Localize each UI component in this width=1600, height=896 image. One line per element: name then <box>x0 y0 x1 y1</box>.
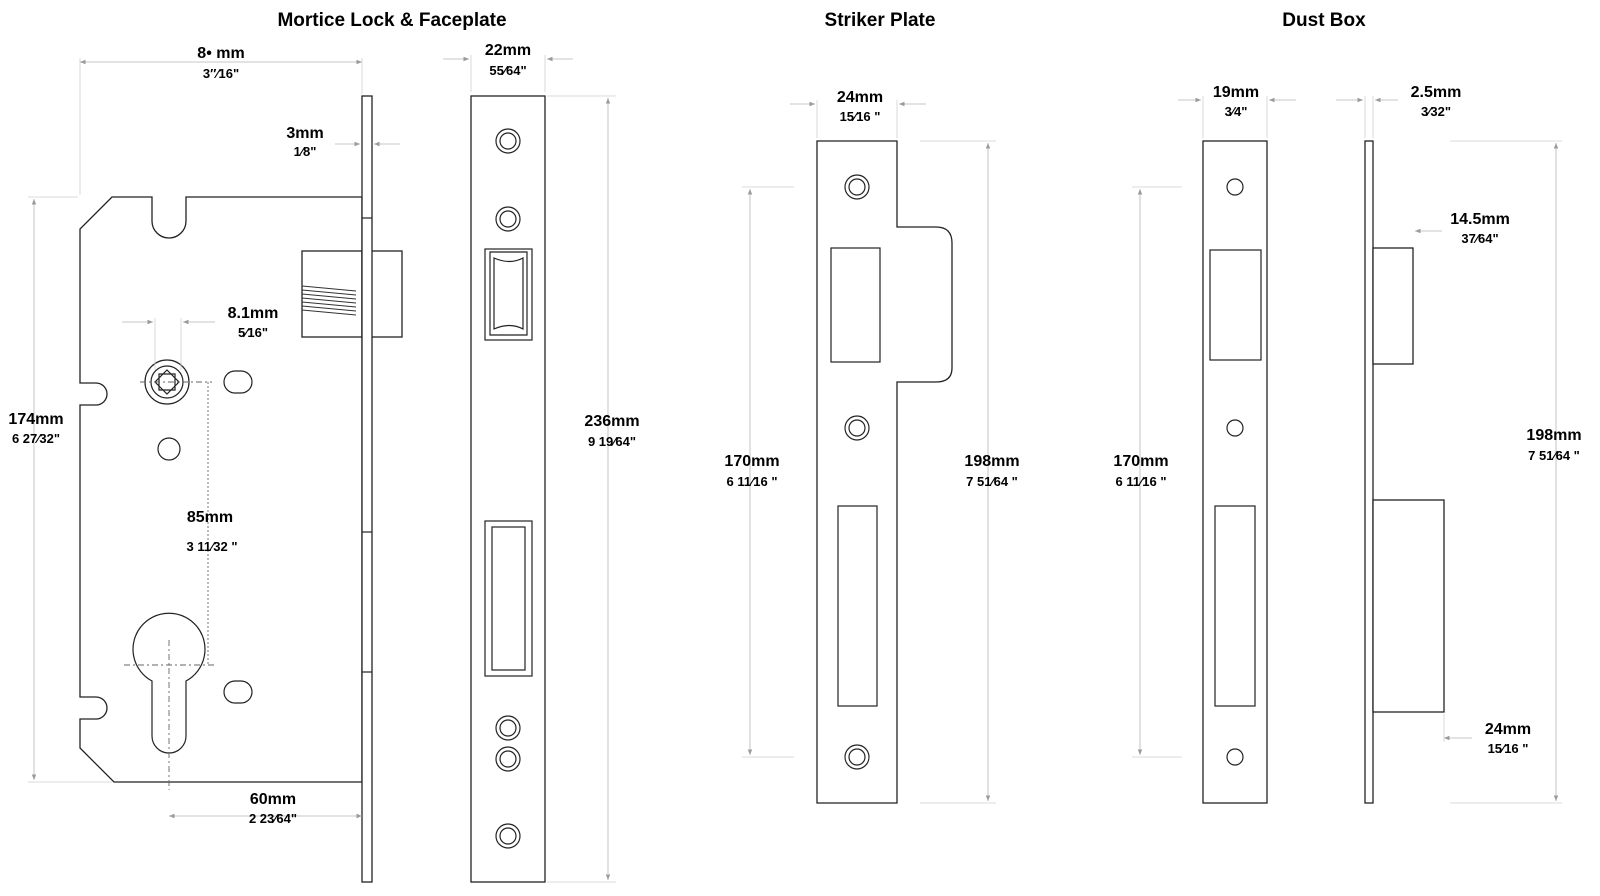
dim-dust-large-in: 15⁄16 " <box>1488 741 1529 756</box>
dim-striker-width-in: 15⁄16 " <box>840 109 881 124</box>
faceplate-screw-4 <box>495 746 521 772</box>
striker-screw-mid <box>844 415 870 441</box>
forend-side-view <box>361 95 373 883</box>
faceplate-screw-2 <box>495 206 521 232</box>
dust-box-plate <box>1202 140 1268 804</box>
dust-plate-outline <box>1202 140 1268 804</box>
striker-dimensions <box>742 100 996 804</box>
dim-centres-mm: 85mm <box>187 509 233 526</box>
spindle-square-icon <box>154 369 180 395</box>
dim-dust-len-in: 7 51⁄64 " <box>1528 448 1580 463</box>
dim-faceplate-width-in: 55⁄64" <box>489 63 526 78</box>
dim-dust-width-mm: 19mm <box>1213 84 1259 101</box>
dim-dust-len-mm: 198mm <box>1526 427 1581 444</box>
dim-striker-len-in: 7 51⁄64 " <box>966 474 1018 489</box>
dim-dust-thick-in: 3⁄32" <box>1421 104 1451 119</box>
dust-box-side <box>1364 140 1445 804</box>
dim-striker-len-mm: 198mm <box>964 453 1019 470</box>
dim-dust-centres-in: 6 11⁄16 " <box>1116 474 1167 489</box>
dust-plate-dimensions <box>1132 96 1296 758</box>
dimension-labels: 8• mm 3″⁄16" 22mm 55⁄64" 3mm 1⁄8" 8.1mm … <box>8 42 1581 826</box>
euro-cylinder-cutout <box>132 612 206 754</box>
dust-box-dimensions <box>1336 96 1562 804</box>
latch-opening <box>484 248 533 341</box>
lock-case-outline <box>79 196 363 783</box>
striker-latch-opening <box>830 247 881 363</box>
dust-plate-latch-opening <box>1209 249 1262 361</box>
faceplate-dimensions <box>443 55 616 883</box>
latch-body <box>301 250 363 338</box>
dim-faceplate-thick-in: 1⁄8" <box>294 144 317 159</box>
faceplate-front <box>470 95 546 883</box>
dim-striker-centres-in: 6 11⁄16 " <box>727 474 778 489</box>
dim-dust-large-mm: 24mm <box>1485 721 1531 738</box>
dim-case-height-in: 6 27⁄32" <box>12 431 60 446</box>
dust-box-small <box>1372 247 1414 365</box>
dustbox-title: Dust Box <box>1282 10 1366 31</box>
faceplate-screw-3 <box>495 715 521 741</box>
dim-faceplate-len-in: 9 19⁄64" <box>588 434 636 449</box>
fixing-slot-upper <box>223 370 253 394</box>
striker-screw-top <box>844 174 870 200</box>
dust-box-plate-edge <box>1364 140 1374 804</box>
dust-plate-screw-bottom <box>1226 748 1244 766</box>
dim-dust-small-mm: 14.5mm <box>1450 211 1510 228</box>
deadbolt-opening <box>484 520 533 677</box>
mortice-dimensions <box>28 58 400 819</box>
dim-faceplate-width-mm: 22mm <box>485 42 531 59</box>
dim-case-height-mm: 174mm <box>8 411 63 428</box>
faceplate-outline <box>470 95 546 883</box>
striker-title: Striker Plate <box>825 10 936 31</box>
dim-dust-thick-mm: 2.5mm <box>1411 84 1462 101</box>
dim-striker-centres-mm: 170mm <box>724 453 779 470</box>
dim-backset-mm: 8• mm <box>197 45 244 62</box>
dim-faceplate-thick-mm: 3mm <box>286 125 323 142</box>
dim-dust-width-in: 3⁄4" <box>1225 104 1248 119</box>
latch-spring-hatch <box>301 285 357 316</box>
dim-faceplate-len-mm: 236mm <box>584 413 639 430</box>
dust-plate-screw-mid <box>1226 419 1244 437</box>
dim-dust-centres-mm: 170mm <box>1113 453 1168 470</box>
lock-case <box>79 196 403 790</box>
dim-case-depth-mm: 60mm <box>250 791 296 808</box>
dim-spindle-in: 5⁄16" <box>238 325 268 340</box>
striker-bolt-opening <box>837 505 878 707</box>
dim-striker-width-mm: 24mm <box>837 89 883 106</box>
striker-outline <box>816 140 953 804</box>
dim-dust-small-in: 37⁄64" <box>1461 231 1498 246</box>
mortice-title: Mortice Lock & Faceplate <box>277 10 506 31</box>
striker-plate <box>816 140 953 804</box>
striker-screw-bottom <box>844 744 870 770</box>
dim-case-depth-in: 2 23⁄64" <box>249 811 297 826</box>
dim-backset-in: 3″⁄16" <box>203 66 239 81</box>
case-hole <box>157 437 181 461</box>
dust-plate-screw-top <box>1226 178 1244 196</box>
dust-box-large <box>1372 499 1445 713</box>
dim-centres-in: 3 11⁄32 " <box>187 539 238 554</box>
faceplate-screw-1 <box>495 128 521 154</box>
faceplate-screw-5 <box>495 823 521 849</box>
latch-head <box>489 251 528 336</box>
dim-spindle-mm: 8.1mm <box>228 305 279 322</box>
dust-plate-bolt-opening <box>1214 505 1256 707</box>
fixing-slot-lower <box>223 680 253 704</box>
